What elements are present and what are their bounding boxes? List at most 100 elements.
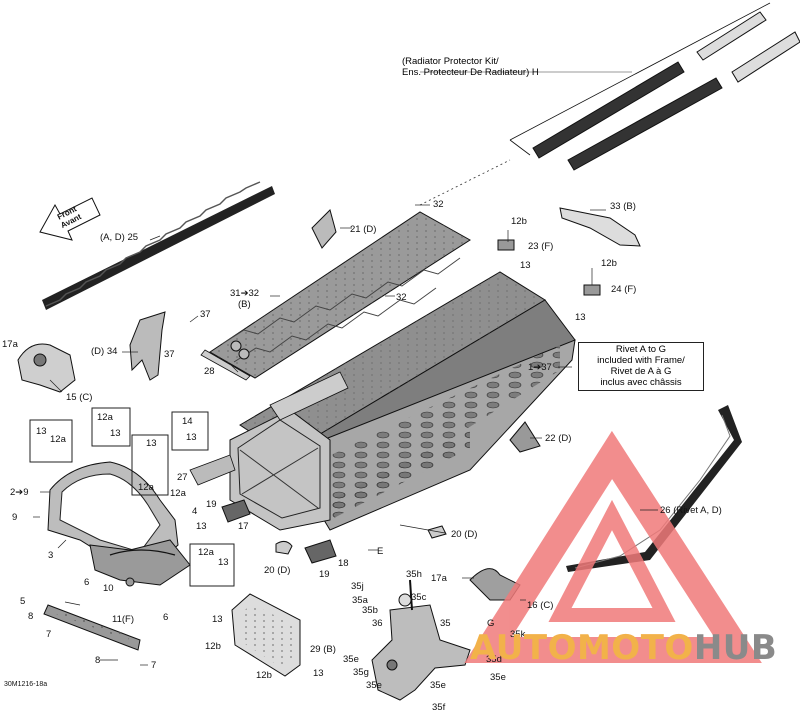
callout-36: 36	[372, 618, 383, 629]
watermark-text-orange: AUTOMOTO	[470, 628, 694, 668]
callout-28: 28	[204, 366, 215, 377]
callout-33: 33 (B)	[610, 201, 636, 212]
callout-9: 9	[12, 512, 18, 523]
callout-11: 11(F)	[112, 614, 134, 625]
callout-35e: 35e	[343, 654, 359, 665]
callout-14: 14	[182, 416, 193, 427]
callout-35: 35	[440, 618, 451, 629]
callout-12a: 12a	[138, 482, 154, 493]
callout-31-b: (B)	[238, 299, 251, 310]
callout-12b: 12b	[511, 216, 527, 227]
callout-19: 19	[319, 569, 330, 580]
radiator-protector-strips	[509, 2, 800, 171]
part-21	[311, 209, 337, 249]
callout-13: 13	[196, 521, 207, 532]
part-33	[559, 207, 641, 247]
callout-35k: 35k	[510, 629, 526, 640]
hardware-box-5	[189, 543, 235, 587]
callout-4: 4	[192, 506, 198, 517]
callout-G: G	[487, 618, 495, 629]
watermark-text-gray: HUB	[693, 628, 778, 668]
hardware-box-3	[131, 434, 169, 496]
hardware-box-1	[29, 419, 73, 463]
part-17	[221, 499, 251, 523]
callout-21: 21 (D)	[350, 224, 377, 235]
callout-12b: 12b	[205, 641, 221, 652]
callout-12b: 12b	[256, 670, 272, 681]
callout-6: 6	[84, 577, 90, 588]
front-arrow-icon	[39, 197, 101, 241]
heat-exchanger-31	[200, 211, 471, 381]
hardware-box-2	[91, 407, 131, 447]
callout-27: 27	[177, 472, 188, 483]
side-panel-15	[17, 343, 76, 393]
kit-guide-line	[419, 159, 511, 206]
callout-24: 24 (F)	[611, 284, 637, 295]
callout-13: 13	[218, 557, 229, 568]
callout-2: 2➔9	[10, 487, 29, 498]
callout-3: 3	[48, 550, 54, 561]
callout-13: 13	[575, 312, 586, 323]
rivet-line1: Rivet A to G	[615, 344, 667, 355]
part-24	[583, 284, 601, 296]
bumper-11	[43, 604, 141, 651]
callout-23: 23 (F)	[528, 241, 554, 252]
rivet-line4: inclus avec châssis	[600, 377, 682, 388]
watermark-triangle-icon	[464, 430, 762, 663]
callout-13: 13	[186, 432, 197, 443]
callout-35j: 35j	[351, 581, 364, 592]
callout-35b: 35b	[362, 605, 378, 616]
callout-13: 13	[36, 426, 47, 437]
callout-35e: 35e	[490, 672, 506, 683]
callout-35h: 35h	[406, 569, 422, 580]
bracket-34	[129, 311, 166, 381]
frame-tunnel	[189, 271, 576, 531]
callout-13: 13	[146, 438, 157, 449]
callout-25: (A, D) 25	[100, 232, 139, 243]
callout-20: 20 (D)	[264, 565, 291, 576]
callout-35e: 35e	[366, 680, 382, 691]
radiator-kit-line1: (Radiator Protector Kit/	[402, 56, 499, 67]
callout-35g: 35g	[353, 667, 369, 678]
part-23	[497, 239, 515, 251]
callout-6: 6	[163, 612, 169, 623]
callout-32: 32	[396, 292, 407, 303]
callout-8: 8	[95, 655, 101, 666]
callout-35f: 35f	[432, 702, 446, 713]
diagram-code: 30M1216-18a	[4, 681, 48, 688]
part-18	[304, 539, 337, 564]
callout-29: 29 (B)	[310, 644, 336, 655]
callout-7: 7	[151, 660, 157, 671]
callout-34: (D) 34	[91, 346, 118, 357]
callout-26: 26 (Rivet A, D)	[660, 505, 722, 516]
rivet-note-box: Rivet A to G included with Frame/ Rivet …	[578, 342, 704, 391]
part-20b	[427, 525, 447, 539]
callout-17a: 17a	[2, 339, 18, 350]
callout-35a: 35a	[352, 595, 368, 606]
part-22	[509, 421, 541, 453]
callout-5: 5	[20, 596, 26, 607]
callout-37: 37	[200, 309, 211, 320]
callout-12b: 12b	[601, 258, 617, 269]
callout-1: 1➔37	[528, 362, 552, 373]
watermark-logo: AUTOMOTOHUB	[470, 628, 777, 668]
callout-17: 17	[238, 521, 249, 532]
radiator-29	[231, 593, 301, 677]
callout-13: 13	[520, 260, 531, 271]
callout-E: E	[377, 546, 384, 557]
hardware-box-4	[171, 411, 209, 451]
callout-37: 37	[164, 349, 175, 360]
callout-22: 22 (D)	[545, 433, 572, 444]
callout-18: 18	[338, 558, 349, 569]
callout-7: 7	[46, 629, 52, 640]
front-frame-assembly	[47, 461, 191, 587]
callout-20: 20 (D)	[451, 529, 478, 540]
part-20a	[275, 540, 293, 555]
callout-16: 16 (C)	[527, 600, 554, 611]
callout-10: 10	[103, 583, 114, 594]
callout-17a: 17a	[431, 573, 447, 584]
rivet-line2: included with Frame/	[597, 355, 685, 366]
callout-35c: 35c	[411, 592, 427, 603]
